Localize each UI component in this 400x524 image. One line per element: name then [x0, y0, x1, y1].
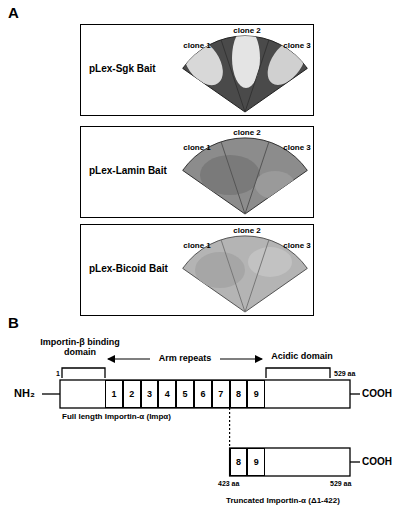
domain-label: Importin-β binding domain [30, 337, 130, 358]
plate-panel: pLex-Bicoid Bait clone 1 clone 2 clone 3 [80, 224, 314, 316]
domain-bracket [62, 368, 105, 378]
protein-caption: Truncated Importin-α (Δ1-422) [226, 496, 398, 505]
clone-label: clone 3 [277, 41, 317, 50]
panel-letter: B [8, 314, 28, 331]
arm-repeat-box: 8 [230, 380, 248, 408]
clone-label: clone 1 [177, 41, 217, 50]
arm-repeat-box: 1 [105, 380, 123, 408]
domain-bracket [266, 368, 330, 378]
plate-panel: pLex-Sgk Bait clone 1 clone 2 clone 3 [80, 24, 314, 116]
arm-repeat-box: 2 [123, 380, 141, 408]
repeat-number: 5 [183, 389, 188, 399]
repeat-number: 8 [236, 389, 241, 399]
terminus-line [350, 393, 360, 394]
clone-label: clone 2 [227, 26, 267, 35]
protein-bar [230, 448, 350, 476]
arm-repeat-box: 6 [194, 380, 212, 408]
panel-letter: A [8, 4, 28, 21]
repeat-number: 2 [129, 389, 134, 399]
domain-label: Acidic domain [262, 351, 342, 361]
terminus-line [42, 393, 60, 394]
arm-repeat-box: 9 [247, 380, 265, 408]
arm-repeat-box: 3 [141, 380, 159, 408]
terminus-line [350, 461, 360, 462]
terminus-label: COOH [362, 456, 400, 468]
domain-label: Arm repeats [150, 353, 220, 363]
clone-label: clone 3 [277, 143, 317, 152]
arm-repeat-box: 4 [158, 380, 176, 408]
arm-repeat-box: 7 [212, 380, 230, 408]
plate-panel: pLex-Lamin Bait clone 1 clone 2 clone 3 [80, 126, 314, 218]
repeat-number: 4 [165, 389, 170, 399]
residue-number: 1 [56, 370, 70, 378]
repeat-number: 1 [111, 389, 116, 399]
bait-label: pLex-Lamin Bait [89, 165, 179, 177]
clone-label: clone 3 [277, 241, 317, 250]
terminus-label: NH₂ [14, 387, 44, 400]
residue-number: 423 aa [218, 480, 258, 488]
repeat-number: 8 [236, 457, 241, 467]
repeat-number: 9 [254, 389, 259, 399]
repeat-number: 7 [218, 389, 223, 399]
clone-label: clone 1 [177, 143, 217, 152]
clone-label: clone 2 [227, 128, 267, 137]
bait-label: pLex-Bicoid Bait [89, 263, 179, 275]
bait-label: pLex-Sgk Bait [89, 63, 179, 75]
protein-caption: Full length Importin-α (Impα) [62, 412, 242, 421]
terminus-label: COOH [362, 388, 400, 400]
dotted-guide [229, 408, 230, 448]
arm-repeat-box: 9 [247, 448, 265, 476]
residue-number: 529 aa [330, 480, 370, 488]
arm-repeat-box: 5 [176, 380, 194, 408]
residue-number: 529 aa [334, 370, 374, 378]
repeat-number: 6 [200, 389, 205, 399]
protein-bar [60, 380, 350, 408]
arm-repeat-box: 8 [230, 448, 248, 476]
repeat-number: 9 [254, 457, 259, 467]
clone-label: clone 1 [177, 241, 217, 250]
repeat-number: 3 [147, 389, 152, 399]
agar-plate [175, 28, 314, 112]
clone-label: clone 2 [227, 226, 267, 235]
